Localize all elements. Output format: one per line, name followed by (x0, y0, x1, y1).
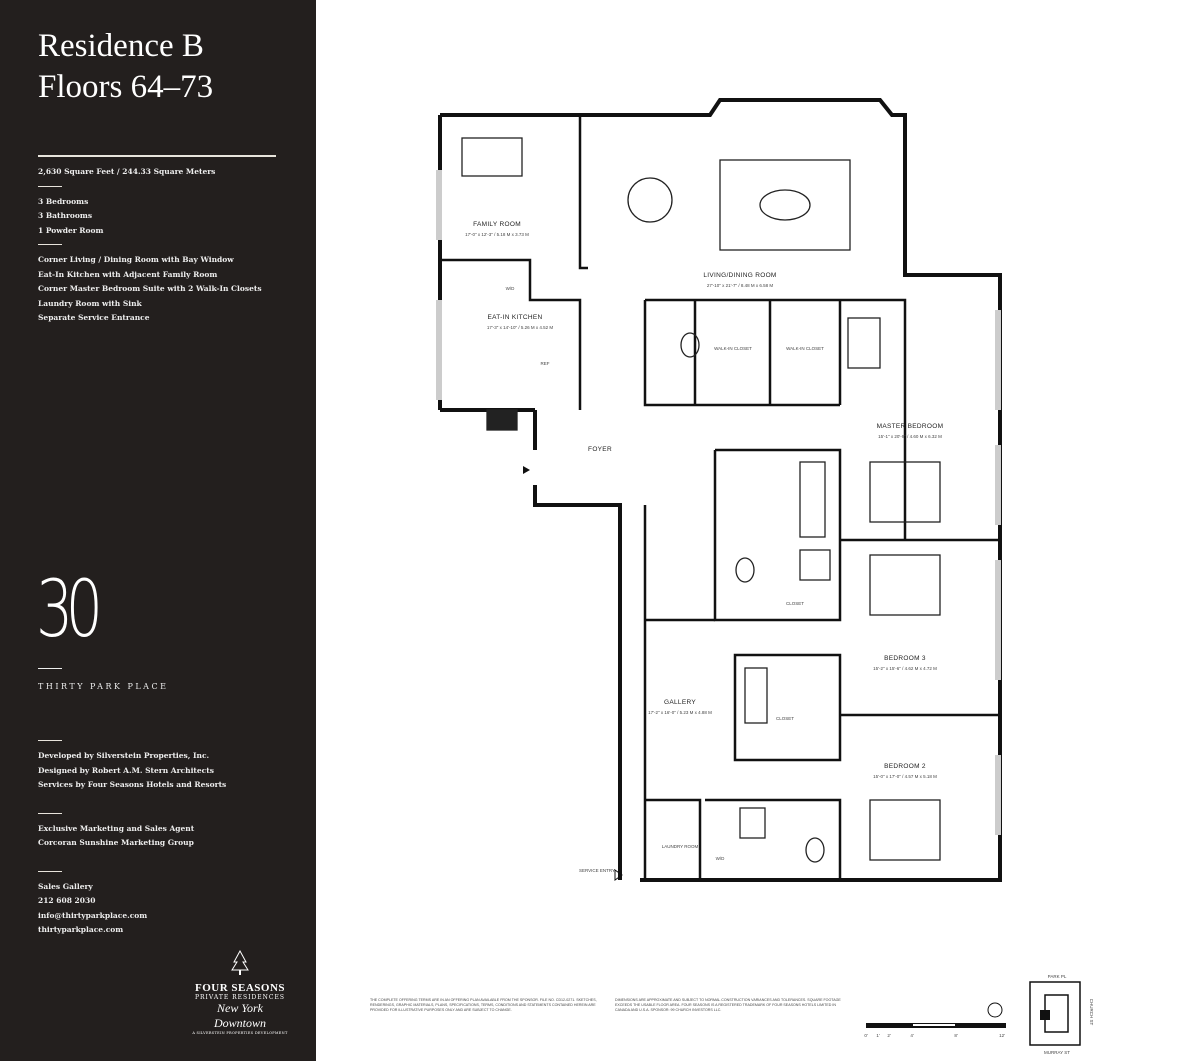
room-dim: 27'-10" x 21'-7" / 8.48 M x 6.58 M (707, 283, 773, 288)
disclaimer: THE COMPLETE OFFERING TERMS ARE IN AN OF… (370, 998, 597, 1012)
scale-tick: 1' (876, 1033, 880, 1038)
area-text: 2,630 Square Feet / 244.33 Square Meters (38, 167, 216, 176)
dining-table-icon (719, 159, 851, 251)
divider (38, 740, 62, 741)
room-dim: 15'-1" x 20'-9" / 4.60 M x 6.32 M (878, 434, 942, 439)
bathrooms-count: 3 Bathrooms (38, 211, 93, 220)
thirty-logo: 30 (36, 565, 103, 655)
appliance-label: REF (541, 361, 550, 366)
shower-icon (799, 549, 831, 581)
street-label: MURRAY ST (1044, 1050, 1070, 1055)
room-label-closet: CLOSET (776, 716, 794, 721)
room-label-wic: WALK-IN CLOSET (714, 346, 752, 351)
appliance-label: W/D (506, 286, 515, 291)
toilet-icon (805, 837, 825, 863)
room-label-bedroom2: BEDROOM 2 (884, 763, 926, 770)
room-label-closet: CLOSET (786, 601, 804, 606)
feature-item: Eat-In Kitchen with Adjacent Family Room (38, 269, 218, 279)
room-label-service: SERVICE ENTRY (579, 868, 615, 873)
appliance-label: W/D (716, 856, 725, 861)
bed-icon (869, 554, 941, 616)
room-label-master: MASTER BEDROOM (877, 423, 944, 430)
room-label-wic: WALK-IN CLOSET (786, 346, 824, 351)
floor-range: Floors 64–73 (38, 69, 214, 105)
round-table-icon (627, 177, 673, 223)
divider (38, 870, 62, 872)
room-dim: 15'-2" x 15'-6" / 4.62 M x 4.72 M (873, 666, 937, 671)
email-link[interactable]: info@thirtyparkplace.com (38, 910, 148, 920)
room-label-laundry: LAUNDRY ROOM (662, 844, 699, 849)
scale-tick: 0' (864, 1033, 868, 1038)
scale-bar: 0' 1' 2' 4' 8' 12' (864, 1023, 1006, 1038)
disclaimer: DIMENSIONS ARE APPROXIMATE AND SUBJECT T… (615, 998, 841, 1012)
feature-item: Corner Master Bedroom Suite with 2 Walk-… (38, 284, 262, 293)
toilet-icon (735, 557, 755, 583)
agent-line: Exclusive Marketing and Sales Agent (38, 823, 195, 833)
brand-name: THIRTY PARK PLACE (38, 682, 169, 691)
credits: Developed by Silverstein Properties, Inc… (38, 734, 226, 938)
room-label-gallery: GALLERY (664, 699, 696, 706)
stove-icon (486, 409, 518, 431)
divider (38, 185, 62, 187)
room-label-kitchen: EAT-IN KITCHEN (487, 314, 542, 321)
compass-icon (987, 1002, 1003, 1018)
room-dim: 17'-3" x 14'-10" / 5.26 M x 4.52 M (487, 325, 553, 330)
interior-walls (440, 115, 1000, 880)
sofa-icon (847, 317, 881, 369)
website-link[interactable]: thirtyparkplace.com (38, 925, 124, 934)
divider (38, 812, 62, 814)
four-seasons-logo: FOUR SEASONS PRIVATE RESIDENCES New York… (190, 949, 290, 1035)
credit-line: Designed by Robert A.M. Stern Architects (38, 765, 214, 775)
entry-arrow-icon (523, 466, 530, 474)
service-entry-arrow-icon (614, 869, 623, 881)
divider (38, 244, 62, 245)
divider (38, 155, 276, 157)
divider (38, 668, 62, 669)
scale-tick: 8' (954, 1033, 958, 1038)
agent-line: Corcoran Sunshine Marketing Group (38, 838, 194, 847)
fs-tagline: A SILVERSTEIN PROPERTIES DEVELOPMENT (192, 1031, 288, 1035)
room-dim: 15'-0" x 17'-0" / 4.57 M x 5.18 M (873, 774, 937, 779)
feature-item: Corner Living / Dining Room with Bay Win… (38, 255, 234, 264)
fs-city: New York Downtown (213, 1001, 266, 1030)
room-label-living: LIVING/DINING ROOM (703, 272, 776, 279)
key-plan: PARK PL MURRAY ST CHURCH ST (1029, 974, 1094, 1055)
street-label: CHURCH ST (1089, 999, 1094, 1026)
tree-icon (231, 949, 249, 975)
room-dim: 17'-0" x 12'-3" / 5.18 M x 3.73 M (465, 232, 529, 237)
page-title: Residence B Floors 64–73 (38, 26, 213, 108)
credit-line: Services by Four Seasons Hotels and Reso… (38, 780, 227, 789)
fs-sub: PRIVATE RESIDENCES (194, 994, 286, 1001)
furniture (461, 137, 941, 863)
room-label-bedroom3: BEDROOM 3 (884, 655, 926, 662)
toilet-icon (680, 332, 700, 358)
fs-name: FOUR SEASONS (194, 982, 286, 994)
powder-room-count: 1 Powder Room (38, 225, 104, 235)
feature-item: Laundry Room with Sink (38, 298, 142, 308)
sales-gallery-label: Sales Gallery (38, 881, 93, 891)
residence-name: Residence B (38, 28, 204, 64)
windows (436, 170, 1001, 835)
room-label-foyer: FOYER (588, 446, 612, 453)
specs: 2,630 Square Feet / 244.33 Square Meters… (38, 165, 262, 326)
street-label: PARK PL (1048, 974, 1067, 979)
sofa-icon (461, 137, 523, 177)
info-sidebar: Residence B Floors 64–73 2,630 Square Fe… (0, 0, 316, 1061)
scale-tick: 2' (887, 1033, 891, 1038)
bathtub-icon (799, 461, 826, 538)
room-dim: 17'-2" x 16'-0" / 5.23 M x 4.88 M (648, 710, 712, 715)
phone-number[interactable]: 212 608 2030 (38, 896, 96, 905)
bed-icon (869, 799, 941, 861)
scale-tick: 12' (999, 1033, 1005, 1038)
bathtub-icon (744, 667, 768, 724)
bed-icon (869, 461, 941, 523)
credit-line: Developed by Silverstein Properties, Inc… (38, 751, 210, 760)
room-label-family: FAMILY ROOM (473, 221, 521, 228)
bedrooms-count: 3 Bedrooms (38, 196, 89, 206)
feature-item: Separate Service Entrance (38, 313, 150, 322)
scale-tick: 4' (910, 1033, 914, 1038)
shower-icon (739, 807, 766, 839)
